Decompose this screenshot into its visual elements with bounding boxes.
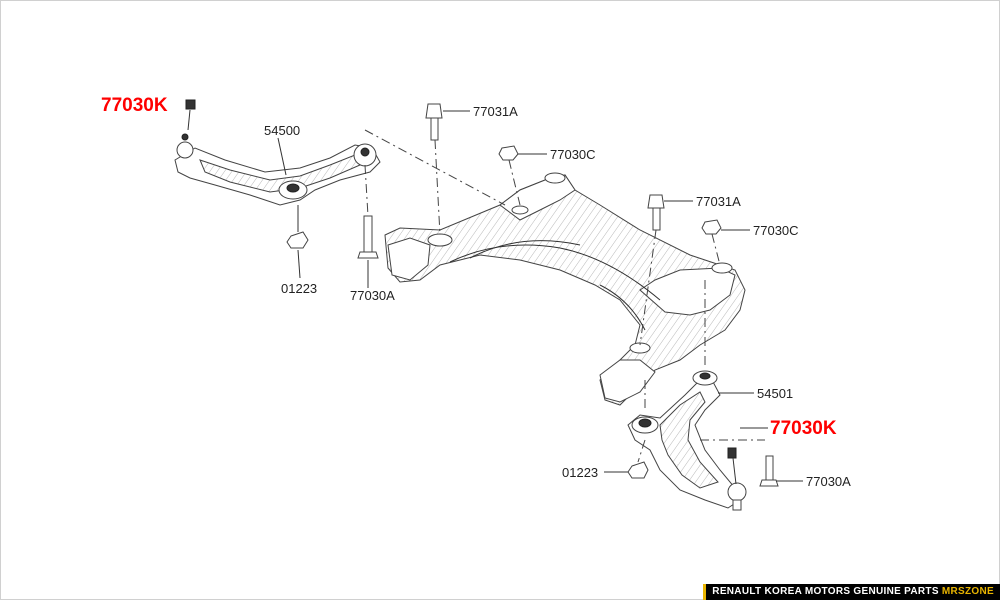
bolt-77030A-right (759, 455, 779, 487)
lower-control-arm-54501 (627, 370, 747, 511)
front-subframe (384, 172, 746, 406)
label-77031A-1: 77031A (473, 104, 518, 119)
nut-01223-right (627, 461, 649, 479)
bolt-77031A-2 (639, 194, 665, 346)
footer-brand: MRSZONE (941, 586, 994, 597)
label-77030C-1: 77030C (550, 147, 596, 162)
nut-01223-left (286, 205, 309, 249)
leader-lines (277, 110, 803, 482)
label-54500: 54500 (264, 123, 300, 138)
label-77030K-top: 77030K (101, 95, 168, 116)
label-01223-left: 01223 (281, 281, 317, 296)
label-77030A-right: 77030A (806, 474, 851, 489)
lower-control-arm-54500 (174, 133, 381, 206)
label-01223-right: 01223 (562, 465, 598, 480)
nut-77030K-right (727, 447, 737, 485)
bolt-77031A-1 (425, 103, 443, 236)
label-77030C-2: 77030C (753, 223, 799, 238)
watermark-footer: RENAULT KOREA MOTORS GENUINE PARTS MRSZO… (703, 584, 1000, 600)
label-54501: 54501 (757, 386, 793, 401)
assembly-centerlines (364, 129, 765, 463)
nut-77030C-2 (701, 219, 722, 266)
footer-text: RENAULT KOREA MOTORS GENUINE PARTS (712, 586, 942, 597)
nut-77030C-1 (498, 145, 521, 206)
label-77030A-left: 77030A (350, 288, 395, 303)
label-77030K-right: 77030K (770, 418, 837, 439)
bolt-77030A-left (357, 215, 379, 259)
nut-77030K-left (185, 99, 196, 131)
label-77031A-2: 77031A (696, 194, 741, 209)
